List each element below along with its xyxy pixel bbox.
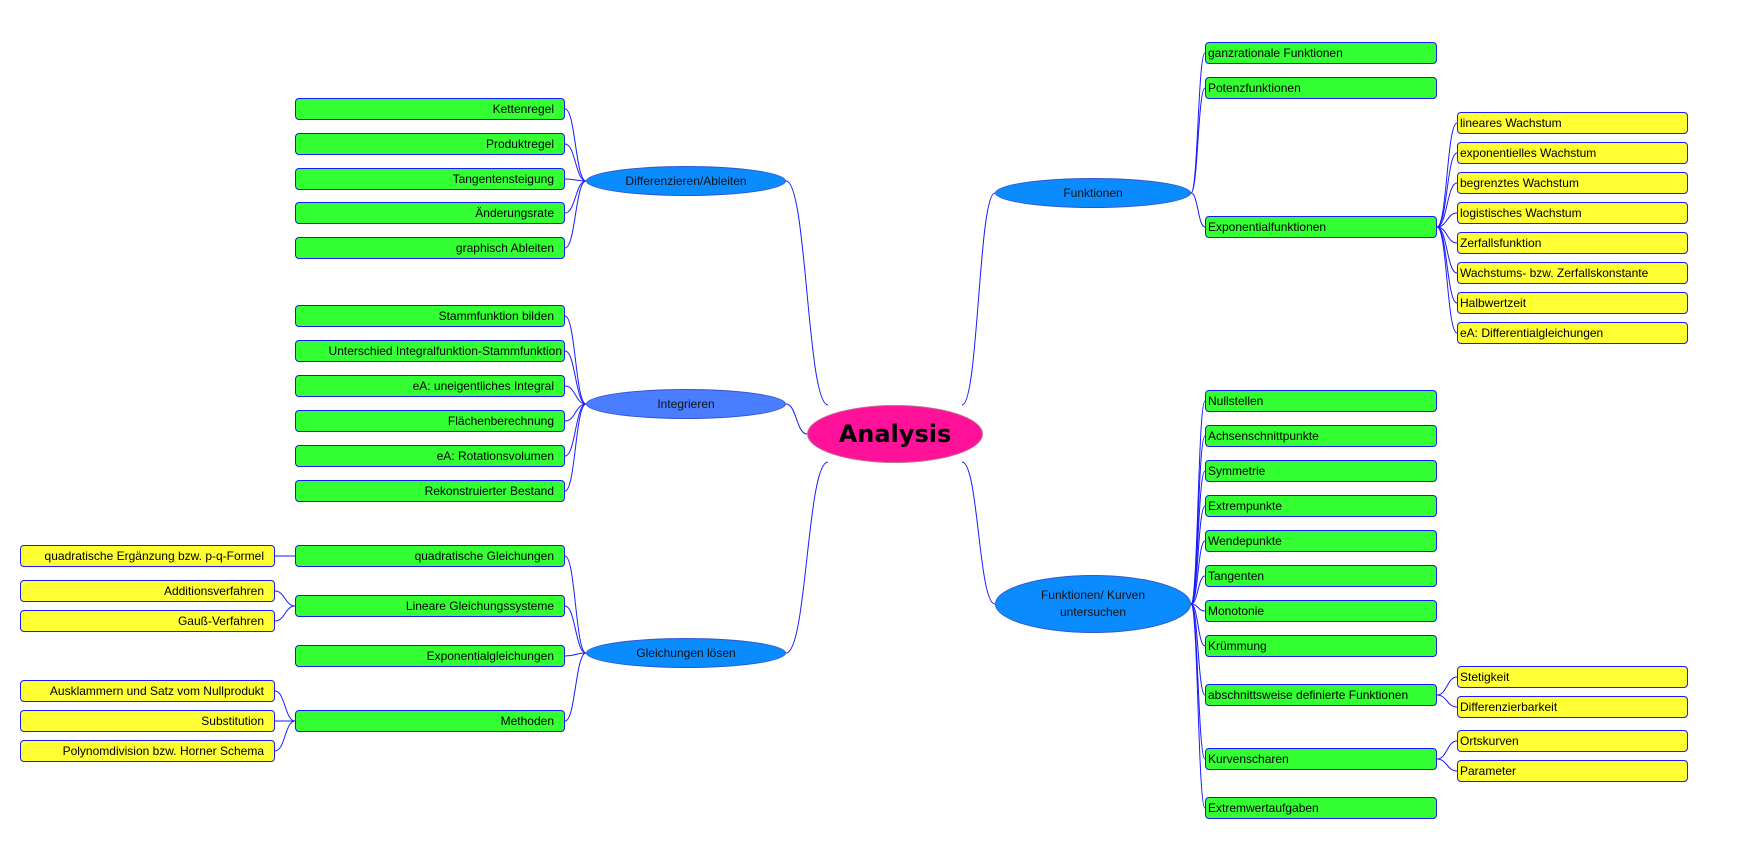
- node-rekonstruierter-bestand[interactable]: Rekonstruierter Bestand: [295, 480, 565, 502]
- connector-kurven-item: [1190, 435, 1206, 605]
- node-logistisches-wachstum[interactable]: logistisches Wachstum: [1457, 202, 1688, 224]
- node-tangentensteigung[interactable]: Tangentensteigung: [295, 168, 565, 190]
- node-produktregel[interactable]: Produktregel: [295, 133, 565, 155]
- node-ganzrationale-funktionen[interactable]: ganzrationale Funktionen: [1205, 42, 1437, 64]
- node-ausklammern[interactable]: Ausklammern und Satz vom Nullprodukt: [20, 680, 275, 702]
- node-halbwertzeit[interactable]: Halbwertzeit: [1457, 292, 1688, 314]
- connector-exponential-sub: [1436, 212, 1458, 228]
- node-tangenten[interactable]: Tangenten: [1205, 565, 1437, 587]
- connector-methoden-sub: [274, 720, 296, 752]
- node-potenzfunktionen[interactable]: Potenzfunktionen: [1205, 77, 1437, 99]
- node-kurvenscharen[interactable]: Kurvenscharen: [1205, 748, 1437, 770]
- connector-kurven-item: [1190, 540, 1206, 605]
- connector-differenzieren-item: [564, 178, 587, 182]
- connector-gleichungen-item: [564, 605, 587, 654]
- node-polynomdivision[interactable]: Polynomdivision bzw. Horner Schema: [20, 740, 275, 762]
- connector-integrieren-item: [564, 350, 587, 405]
- node-exponentielles-wachstum[interactable]: exponentielles Wachstum: [1457, 142, 1688, 164]
- connector-lgs-sub: [274, 590, 296, 607]
- node-stammfunktion[interactable]: Stammfunktion bilden: [295, 305, 565, 327]
- connector-kurven-item: [1190, 575, 1206, 605]
- connector-center-differenzieren: [785, 180, 829, 406]
- connector-lgs-sub: [274, 605, 296, 622]
- node-unterschied-integralfunktion[interactable]: Unterschied Integralfunktion-Stammfunkti…: [295, 340, 565, 362]
- connector-gleichungen-item: [564, 555, 587, 654]
- node-kettenregel[interactable]: Kettenregel: [295, 98, 565, 120]
- node-rotationsvolumen[interactable]: eA: Rotationsvolumen: [295, 445, 565, 467]
- branch-gleichungen[interactable]: Gleichungen lösen: [586, 638, 786, 668]
- node-zerfallsfunktion[interactable]: Zerfallsfunktion: [1457, 232, 1688, 254]
- node-gauss-verfahren[interactable]: Gauß-Verfahren: [20, 610, 275, 632]
- node-aenderungsrate[interactable]: Änderungsrate: [295, 202, 565, 224]
- connector-center-kurven: [961, 461, 996, 605]
- node-nullstellen[interactable]: Nullstellen: [1205, 390, 1437, 412]
- connector-center-integrieren: [785, 403, 808, 435]
- connector-integrieren-item: [564, 403, 587, 492]
- node-achsenschnittpunkte[interactable]: Achsenschnittpunkte: [1205, 425, 1437, 447]
- node-abschnittsweise-funktionen[interactable]: abschnittsweise definierte Funktionen: [1205, 684, 1437, 706]
- branch-integrieren[interactable]: Integrieren: [586, 389, 786, 419]
- central-topic[interactable]: Analysis: [807, 405, 983, 463]
- connector-abschnittsweise-sub: [1436, 694, 1458, 708]
- node-methoden[interactable]: Methoden: [295, 710, 565, 732]
- node-quadratische-gleichungen[interactable]: quadratische Gleichungen: [295, 545, 565, 567]
- node-differenzierbarkeit[interactable]: Differenzierbarkeit: [1457, 696, 1688, 718]
- connector-exponential-sub: [1436, 226, 1458, 334]
- node-exponentialfunktionen[interactable]: Exponentialfunktionen: [1205, 216, 1437, 238]
- node-additionsverfahren[interactable]: Additionsverfahren: [20, 580, 275, 602]
- node-stetigkeit[interactable]: Stetigkeit: [1457, 666, 1688, 688]
- connector-funktionen-item: [1190, 87, 1206, 194]
- node-wachstumskonstante[interactable]: Wachstums- bzw. Zerfallskonstante: [1457, 262, 1688, 284]
- node-extrempunkte[interactable]: Extrempunkte: [1205, 495, 1437, 517]
- node-monotonie[interactable]: Monotonie: [1205, 600, 1437, 622]
- branch-differenzieren[interactable]: Differenzieren/Ableiten: [586, 166, 786, 196]
- node-substitution[interactable]: Substitution: [20, 710, 275, 732]
- node-parameter[interactable]: Parameter: [1457, 760, 1688, 782]
- connector-exponential-sub: [1436, 152, 1458, 228]
- connector-differenzieren-item: [564, 180, 587, 214]
- connector-abschnittsweise-sub: [1436, 676, 1458, 696]
- node-lineare-gleichungssysteme[interactable]: Lineare Gleichungssysteme: [295, 595, 565, 617]
- branch-funktionen[interactable]: Funktionen: [995, 178, 1191, 208]
- connector-kurven-item: [1190, 603, 1206, 809]
- connector-exponential-sub: [1436, 122, 1458, 228]
- connector-differenzieren-item: [564, 180, 587, 249]
- connector-methoden-sub: [274, 690, 296, 722]
- node-exponentialgleichungen[interactable]: Exponentialgleichungen: [295, 645, 565, 667]
- connector-gleichungen-item: [564, 652, 587, 657]
- connector-differenzieren-item: [564, 143, 587, 182]
- connector-gleichungen-item: [564, 652, 587, 722]
- node-begrenztes-wachstum[interactable]: begrenztes Wachstum: [1457, 172, 1688, 194]
- node-uneigentliches-integral[interactable]: eA: uneigentliches Integral: [295, 375, 565, 397]
- connector-exponential-sub: [1436, 226, 1458, 304]
- node-kruemmung[interactable]: Krümmung: [1205, 635, 1437, 657]
- connector-funktionen-item: [1190, 52, 1206, 194]
- connector-integrieren-item: [564, 385, 587, 405]
- node-symmetrie[interactable]: Symmetrie: [1205, 460, 1437, 482]
- node-flaechenberechnung[interactable]: Flächenberechnung: [295, 410, 565, 432]
- connector-center-funktionen: [961, 192, 996, 406]
- branch-kurven[interactable]: Funktionen/ Kurven untersuchen: [995, 575, 1191, 633]
- node-graphisch-ableiten[interactable]: graphisch Ableiten: [295, 237, 565, 259]
- node-wendepunkte[interactable]: Wendepunkte: [1205, 530, 1437, 552]
- connector-differenzieren-item: [564, 108, 587, 182]
- node-differentialgleichungen[interactable]: eA: Differentialgleichungen: [1457, 322, 1688, 344]
- connector-kurvenscharen-sub: [1436, 758, 1458, 772]
- node-lineares-wachstum[interactable]: lineares Wachstum: [1457, 112, 1688, 134]
- connector-exponential-sub: [1436, 182, 1458, 228]
- node-ortskurven[interactable]: Ortskurven: [1457, 730, 1688, 752]
- node-extremwertaufgaben[interactable]: Extremwertaufgaben: [1205, 797, 1437, 819]
- connector-center-gleichungen: [785, 461, 829, 654]
- connector-integrieren-item: [564, 315, 587, 405]
- connector-funktionen-item: [1190, 192, 1206, 228]
- node-quadratische-ergaenzung[interactable]: quadratische Ergänzung bzw. p-q-Formel: [20, 545, 275, 567]
- connector-kurvenscharen-sub: [1436, 740, 1458, 760]
